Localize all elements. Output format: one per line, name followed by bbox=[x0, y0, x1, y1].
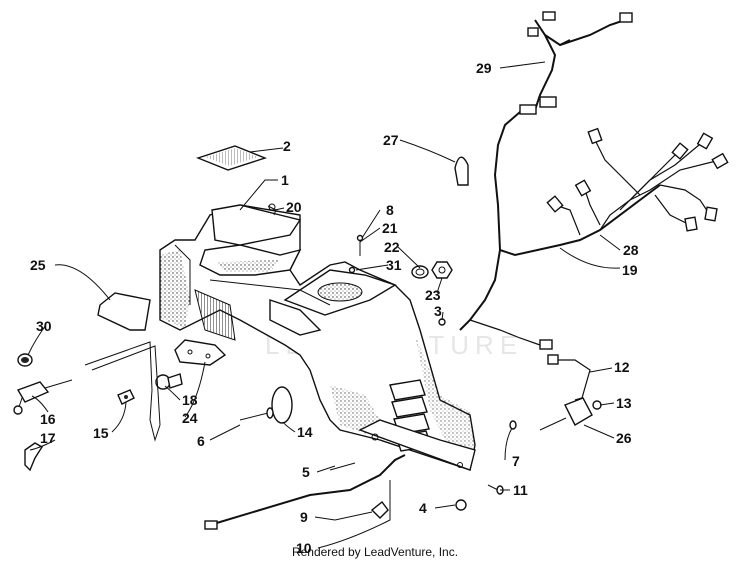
console-housing bbox=[159, 204, 476, 471]
callout-31[interactable]: 31 bbox=[386, 257, 402, 273]
key-switch bbox=[117, 389, 135, 405]
callout-16[interactable]: 16 bbox=[40, 411, 56, 427]
callout-8[interactable]: 8 bbox=[386, 202, 394, 218]
callout-2[interactable]: 2 bbox=[283, 138, 291, 154]
callout-4[interactable]: 4 bbox=[419, 500, 427, 516]
callout-25[interactable]: 25 bbox=[30, 257, 46, 273]
callout-5[interactable]: 5 bbox=[302, 464, 310, 480]
callout-7[interactable]: 7 bbox=[512, 453, 520, 469]
callout-27[interactable]: 27 bbox=[383, 132, 399, 148]
callout-11[interactable]: 11 bbox=[513, 482, 528, 498]
callout-1[interactable]: 1 bbox=[281, 172, 289, 188]
callout-19[interactable]: 19 bbox=[622, 262, 638, 278]
grommet-14 bbox=[271, 386, 293, 424]
callout-30[interactable]: 30 bbox=[36, 318, 52, 334]
decal-plate bbox=[195, 145, 268, 171]
callout-20[interactable]: 20 bbox=[286, 199, 302, 215]
callout-14[interactable]: 14 bbox=[297, 424, 313, 440]
callout-26[interactable]: 26 bbox=[616, 430, 632, 446]
callout-6[interactable]: 6 bbox=[197, 433, 205, 449]
callout-22[interactable]: 22 bbox=[384, 239, 400, 255]
callout-28[interactable]: 28 bbox=[623, 242, 639, 258]
callout-3[interactable]: 3 bbox=[434, 303, 442, 319]
callout-9[interactable]: 9 bbox=[300, 509, 308, 525]
lens-panel bbox=[97, 292, 151, 331]
callout-24[interactable]: 24 bbox=[182, 410, 198, 426]
switch-bracket bbox=[155, 339, 227, 390]
callout-15[interactable]: 15 bbox=[93, 425, 109, 441]
callout-21[interactable]: 21 bbox=[382, 220, 398, 236]
footer-credit: Rendered by LeadVenture, Inc. bbox=[291, 545, 459, 559]
leader-lines bbox=[27, 61, 621, 549]
screw-6 bbox=[239, 407, 274, 421]
callout-13[interactable]: 13 bbox=[616, 395, 632, 411]
callout-29[interactable]: 29 bbox=[476, 60, 492, 76]
choke-cable-assembly bbox=[13, 341, 161, 472]
callout-12[interactable]: 12 bbox=[614, 359, 630, 375]
callout-10[interactable]: 10 bbox=[296, 540, 312, 556]
callout-17[interactable]: 17 bbox=[40, 430, 56, 446]
upper-cover bbox=[211, 203, 302, 246]
callout-23[interactable]: 23 bbox=[425, 287, 441, 303]
callout-18[interactable]: 18 bbox=[182, 392, 198, 408]
callout-labels: 1 2 3 4 5 6 7 8 9 10 11 12 13 14 15 16 1… bbox=[30, 60, 639, 556]
